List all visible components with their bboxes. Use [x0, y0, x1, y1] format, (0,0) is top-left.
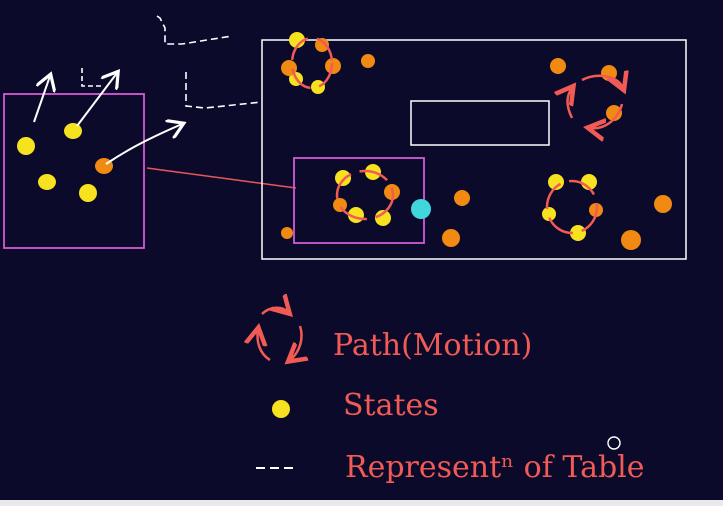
state-dot: [281, 227, 293, 239]
state-dot: [38, 174, 56, 190]
bottom-bar: [0, 500, 723, 506]
circle-cursor-icon: [607, 436, 621, 450]
state-dot: [550, 58, 566, 74]
state-dot: [333, 198, 347, 212]
room: [261, 32, 687, 260]
state-dot: [606, 105, 622, 121]
state-cluster: [281, 32, 341, 94]
room-frame: [261, 39, 687, 260]
table: [410, 100, 550, 146]
table-sketch: [81, 68, 104, 87]
motion-arrow: [105, 124, 182, 165]
legend-table-label: Representⁿ of Table: [345, 450, 645, 485]
motion-path: [335, 169, 395, 221]
motion-path: [545, 179, 599, 235]
motion-path: [568, 88, 573, 119]
state-dot: [361, 54, 375, 68]
zoom-connector: [146, 167, 297, 189]
legend: Path(Motion) States Representⁿ of Table: [256, 308, 645, 485]
target-dot: [411, 199, 431, 219]
state-cluster: [542, 174, 603, 241]
state-dot: [289, 32, 305, 48]
motion-path: [581, 76, 623, 88]
zoom-inset: [3, 68, 182, 249]
dashed-table-sketch: [156, 15, 233, 45]
state-dot: [454, 190, 470, 206]
state-dot: [79, 184, 97, 202]
legend-states-label: States: [343, 388, 439, 423]
state-dot: [335, 170, 351, 186]
table-representation-sketches: [156, 15, 263, 109]
state-dot: [654, 195, 672, 213]
state-dot: [375, 210, 391, 226]
motion-arrow: [76, 73, 117, 127]
state-dot: [442, 229, 460, 247]
state-dot: [17, 137, 35, 155]
state-dot: [570, 225, 586, 241]
motion-path: [590, 103, 624, 128]
zoom-inset-frame: [3, 93, 145, 249]
zoom-region-frame: [293, 157, 425, 244]
state-cluster: [550, 58, 623, 128]
state-dot: [64, 123, 82, 139]
dashed-table-sketch: [185, 72, 263, 109]
legend-path-label: Path(Motion): [333, 328, 532, 363]
state-dot: [621, 230, 641, 250]
state-cluster: [333, 164, 400, 226]
state-dot: [542, 207, 556, 221]
yellow-dot-icon: [272, 400, 290, 418]
circular-arrows-icon: [258, 308, 302, 360]
state-dot: [548, 174, 564, 190]
motion-arrow: [33, 76, 50, 123]
motion-path: [290, 36, 334, 90]
state-dot: [315, 38, 329, 52]
state-dot: [311, 80, 325, 94]
